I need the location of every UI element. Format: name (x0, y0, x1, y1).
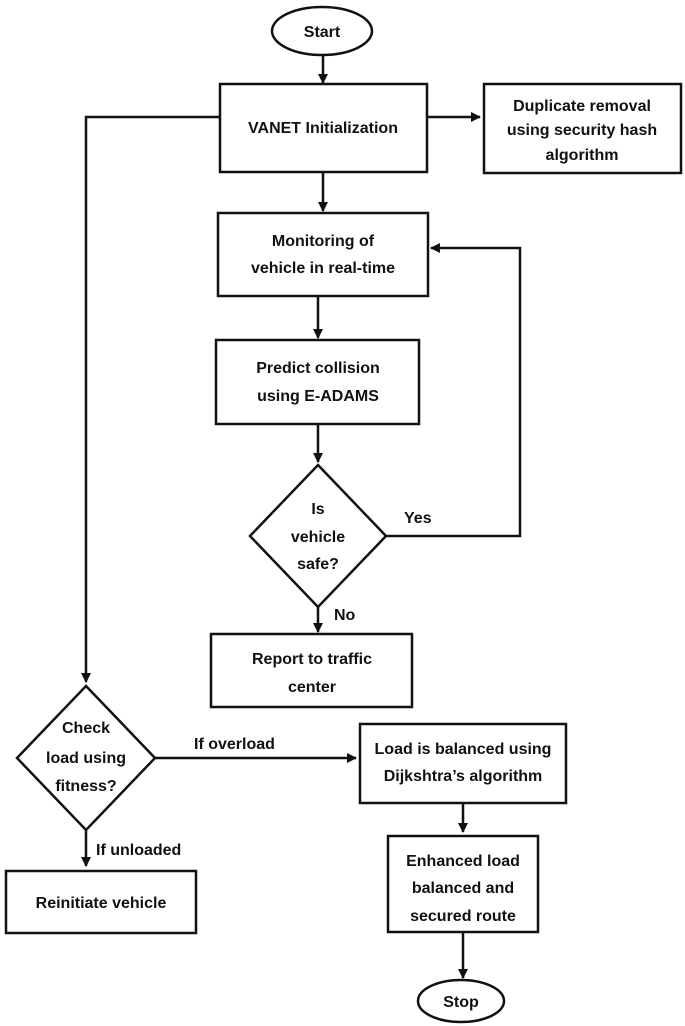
start-node: Start (270, 5, 374, 57)
connectors (81, 56, 522, 979)
duplicate-removal-line-3: algorithm (546, 147, 619, 164)
yes-label: Yes (404, 510, 432, 527)
load-balanced-line-2: Dijkshtra’s algorithm (384, 768, 543, 785)
safe-decision-line-3: safe? (297, 556, 339, 573)
predict-line-1: Predict collision (256, 360, 380, 377)
enhanced-line-1: Enhanced load (406, 853, 520, 870)
if-unloaded-label: If unloaded (96, 842, 181, 859)
if-overload-label: If overload (194, 736, 275, 753)
report-line-1: Report to traffic (252, 651, 372, 668)
load-check-line-3: fitness? (55, 778, 116, 795)
load-check-line-1: Check (62, 720, 110, 737)
monitoring-line-2: vehicle in real-time (251, 260, 395, 277)
enhanced-route-node: Enhanced load balanced and secured route (386, 834, 540, 934)
monitoring-node: Monitoring of vehicle in real-time (216, 211, 430, 298)
stop-node: Stop (416, 978, 506, 1024)
safe-decision-line-1: Is (311, 501, 324, 518)
predict-line-2: using E-ADAMS (257, 388, 379, 405)
report-node: Report to traffic center (209, 632, 414, 709)
arrow-vanet-to-load-check (81, 115, 220, 683)
safe-decision-line-2: vehicle (291, 529, 345, 546)
load-balanced-node: Load is balanced using Dijkshtra’s algor… (358, 722, 568, 805)
reinitiate-label: Reinitiate vehicle (36, 895, 167, 912)
duplicate-removal-line-1: Duplicate removal (513, 98, 651, 115)
load-balanced-line-1: Load is balanced using (375, 741, 552, 758)
load-check-node: Check load using fitness? (15, 684, 157, 832)
vanet-init-label: VANET Initialization (248, 120, 398, 137)
report-line-2: center (288, 679, 336, 696)
safe-decision-node: Is vehicle safe? (248, 463, 388, 609)
arrow-yes-loop (386, 243, 522, 538)
load-check-line-2: load using (46, 750, 126, 767)
stop-label: Stop (443, 994, 479, 1011)
start-label: Start (304, 24, 341, 41)
duplicate-removal-line-2: using security hash (507, 122, 657, 139)
duplicate-removal-node: Duplicate removal using security hash al… (482, 82, 683, 175)
reinitiate-node: Reinitiate vehicle (4, 869, 198, 935)
monitoring-line-1: Monitoring of (272, 233, 375, 250)
no-label: No (334, 607, 356, 624)
vanet-init-node: VANET Initialization (218, 82, 429, 174)
enhanced-line-3: secured route (410, 908, 516, 925)
predict-node: Predict collision using E-ADAMS (214, 338, 421, 426)
enhanced-line-2: balanced and (412, 880, 514, 897)
